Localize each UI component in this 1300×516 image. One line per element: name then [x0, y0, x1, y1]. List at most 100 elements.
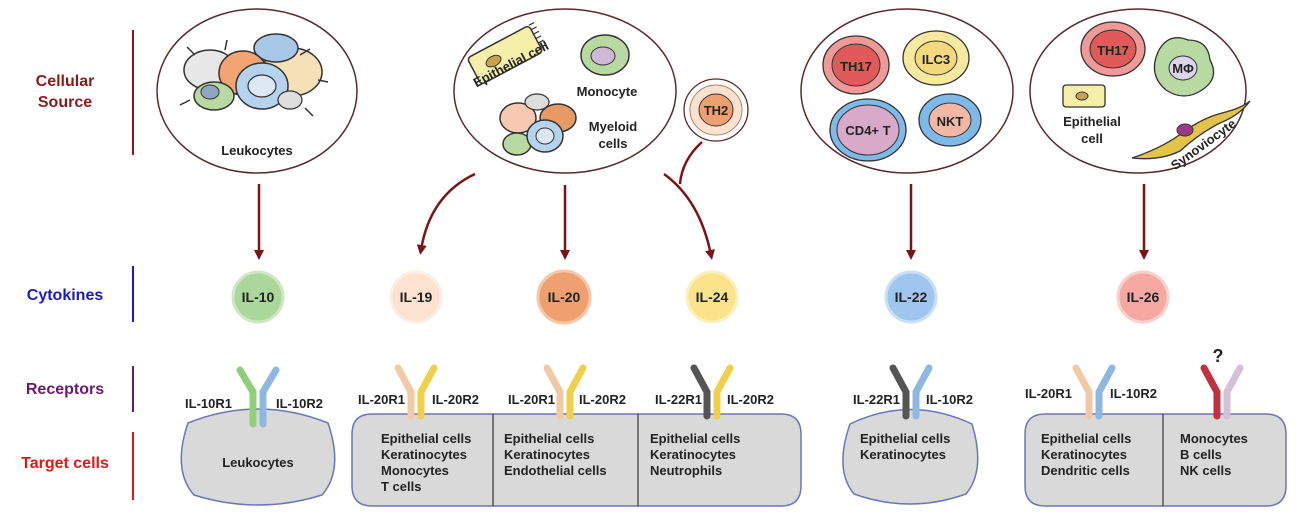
cytokine-il20 — [536, 269, 592, 325]
target-il19-line1: Epithelial cells — [381, 431, 471, 446]
target-il19-line3: Monocytes — [381, 463, 449, 478]
receptor-il20r1-c-shape — [1072, 364, 1093, 420]
row-label-source-1: Cellular — [36, 73, 95, 90]
cytokine-il20-label: IL-20 — [548, 289, 581, 305]
target-il26a-line1: Epithelial cells — [1041, 431, 1131, 446]
cytokine-il22-label: IL-22 — [895, 289, 928, 305]
mphi-label: MΦ — [1172, 61, 1194, 76]
label-il20r2-a: IL-20R2 — [432, 392, 479, 407]
row-labels: Cellular Source Cytokines Receptors Targ… — [21, 30, 134, 500]
row-label-target: Target cells — [21, 455, 109, 472]
epithelial-label-1: Epithelial — [1063, 114, 1121, 129]
arrow-th2-join — [678, 141, 703, 185]
target-il26b-line2: B cells — [1180, 447, 1222, 462]
target-il24-line2: Keratinocytes — [650, 447, 736, 462]
cytokine-il24-label: IL-24 — [696, 289, 729, 305]
label-il10r2-a: IL-10R2 — [276, 396, 323, 411]
receptor-unknown-b-shape — [1223, 364, 1244, 420]
target-il20-line1: Epithelial cells — [504, 431, 594, 446]
myeloid-label-2: cells — [599, 136, 628, 151]
il22-source-circle — [800, 8, 1014, 174]
epithelial-label-2: cell — [1081, 131, 1103, 146]
epithelial-cell-shape — [467, 21, 547, 85]
cytokine-il10-label: IL-10 — [242, 289, 275, 305]
target-il19-line4: T cells — [381, 479, 421, 494]
receptor-il10r1-shape — [236, 366, 257, 428]
receptor-il20r1-b-shape — [543, 364, 564, 420]
receptor-il10r2-shape — [259, 366, 280, 428]
label-il20r2-b: IL-20R2 — [579, 392, 626, 407]
receptor-unknown-a-shape — [1200, 364, 1221, 420]
source-il22-cells: TH17 ILC3 CD4+ T NKT — [800, 8, 1014, 174]
label-il20r1-c: IL-20R1 — [1025, 386, 1072, 401]
target-il24-line1: Epithelial cells — [650, 431, 740, 446]
target-il26a-line2: Keratinocytes — [1041, 447, 1127, 462]
target-il26b-line3: NK cells — [1180, 463, 1231, 478]
myeloid-cluster — [499, 93, 577, 156]
cytokine-il22 — [884, 270, 938, 324]
label-il20r1-b: IL-20R1 — [508, 392, 555, 407]
target-il22-line2: Keratinocytes — [860, 447, 946, 462]
label-unknown-receptor: ? — [1213, 346, 1224, 366]
cytokines: IL-10 IL-19 IL-20 IL-24 IL-22 IL-26 — [231, 269, 1170, 325]
receptor-il10r2-c-shape — [1095, 364, 1116, 420]
receptor-il22r1-b-shape — [889, 364, 910, 420]
source-leukocytes: Leukocytes — [156, 8, 358, 174]
source-epithelial-myeloid: Epithelial cell Monocyte Myeloid cells — [453, 8, 677, 174]
receptor-il22r1-a-shape — [690, 364, 711, 420]
row-label-receptors: Receptors — [26, 381, 104, 398]
label-il22r1-a: IL-22R1 — [655, 392, 702, 407]
row-label-cytokines: Cytokines — [27, 287, 104, 304]
label-il10r2-b: IL-10R2 — [926, 392, 973, 407]
target-il20-line3: Endothelial cells — [504, 463, 607, 478]
arrow-il24 — [663, 172, 715, 260]
leukocyte-cluster — [179, 33, 329, 117]
receptor-labels: IL-10R1 IL-10R2 IL-20R1 IL-20R2 IL-20R1 … — [185, 346, 1223, 411]
target-il24-line3: Neutrophils — [650, 463, 722, 478]
label-il22r1-b: IL-22R1 — [853, 392, 900, 407]
label-il20r1-a: IL-20R1 — [358, 392, 405, 407]
target-il19-line2: Keratinocytes — [381, 447, 467, 462]
cd4-label: CD4+ T — [845, 123, 890, 138]
target-il26 — [1024, 413, 1287, 507]
leukocytes-source-label: Leukocytes — [221, 143, 293, 158]
target-cells: Leukocytes Epithelial cells Keratinocyte… — [180, 408, 1287, 507]
row-label-source-2: Source — [38, 94, 92, 111]
source-il26-cells: TH17 MΦ Epithelial cell Synoviocyte — [1029, 8, 1251, 174]
label-il10r2-c: IL-10R2 — [1110, 386, 1157, 401]
ilc3-label: ILC3 — [922, 52, 950, 67]
cytokine-il19-label: IL-19 — [400, 289, 433, 305]
cytokine-il26-label: IL-26 — [1127, 289, 1160, 305]
label-il20r2-c: IL-20R2 — [727, 392, 774, 407]
target-leukocytes — [180, 408, 336, 506]
target-il26a-line3: Dendritic cells — [1041, 463, 1130, 478]
cytokine-il26 — [1116, 270, 1170, 324]
receptor-il20r1-a-shape — [394, 364, 415, 420]
cytokine-il19 — [389, 270, 443, 324]
cytokine-il10 — [231, 270, 285, 324]
th17-b-label: TH17 — [1097, 43, 1129, 58]
arrows — [254, 141, 1149, 260]
target-il26b-line1: Monocytes — [1180, 431, 1248, 446]
label-il10r1: IL-10R1 — [185, 396, 232, 411]
target-il20-line2: Keratinocytes — [504, 447, 590, 462]
source-th2: TH2 — [683, 78, 749, 142]
myeloid-label-1: Myeloid — [589, 119, 637, 134]
cytokine-il24 — [685, 270, 739, 324]
target-il22 — [842, 408, 979, 505]
receptor-il10r2-b-shape — [912, 364, 933, 420]
target-il22-line1: Epithelial cells — [860, 431, 950, 446]
th2-label: TH2 — [704, 103, 729, 118]
receptor-il20r2-a-shape — [417, 364, 438, 420]
receptor-il20r2-c-shape — [713, 364, 734, 420]
receptors — [236, 364, 1244, 428]
target-leukocytes-label: Leukocytes — [222, 455, 294, 470]
epithelial-myeloid-circle — [453, 8, 677, 174]
receptor-il20r2-b-shape — [566, 364, 587, 420]
nkt-label: NKT — [937, 114, 964, 129]
arrow-il19 — [416, 172, 476, 255]
monocyte-label: Monocyte — [577, 84, 638, 99]
th17-a-label: TH17 — [840, 59, 872, 74]
